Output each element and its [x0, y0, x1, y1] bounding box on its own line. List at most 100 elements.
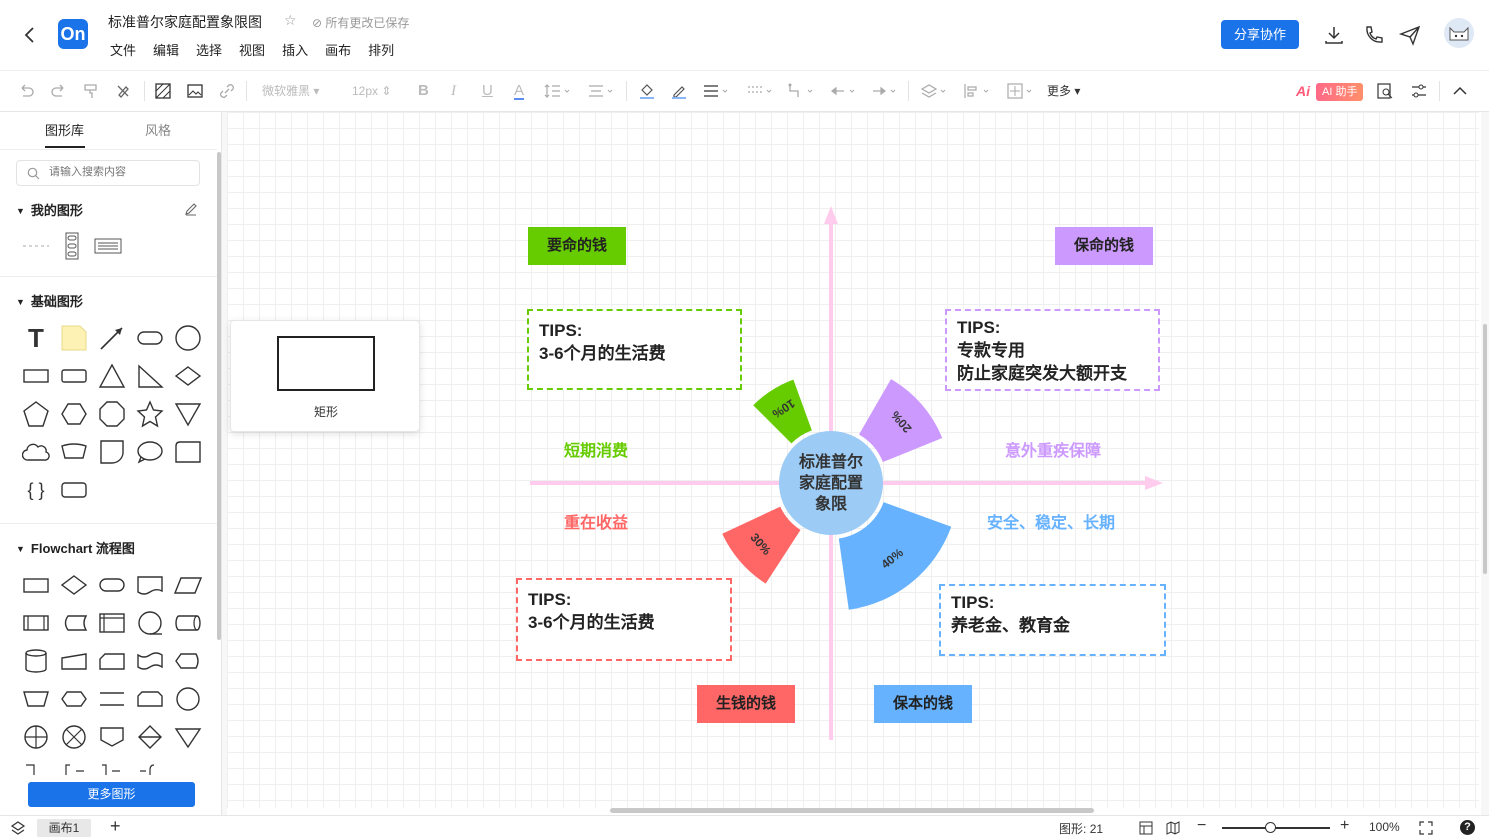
triangle-shape[interactable] — [98, 362, 126, 390]
canvas-horizontal-scrollbar[interactable] — [610, 808, 1094, 813]
bracket-right-shape[interactable] — [98, 759, 126, 775]
collapse-icon[interactable] — [1451, 82, 1469, 100]
label-top-left[interactable]: 短期消费 — [564, 443, 629, 460]
tab-style[interactable]: 风格 — [145, 123, 172, 138]
label-bottom-left[interactable]: 重在收益 — [564, 515, 629, 532]
more-dropdown[interactable]: 更多 ▾ — [1047, 84, 1081, 98]
diamond-shape[interactable] — [174, 362, 202, 390]
image-icon[interactable] — [186, 82, 204, 100]
italic-icon[interactable]: I — [451, 83, 456, 99]
my-shape-table[interactable] — [94, 232, 122, 260]
connector-icon[interactable] — [787, 82, 815, 100]
settings-sliders-icon[interactable] — [1410, 82, 1428, 100]
pentagon-shape[interactable] — [22, 400, 50, 428]
punched-tape-shape[interactable] — [136, 647, 164, 675]
arrow-end-icon[interactable] — [870, 82, 898, 100]
database-shape[interactable] — [22, 647, 50, 675]
summing-junction-shape[interactable] — [22, 723, 50, 751]
distribute-icon[interactable] — [963, 82, 991, 100]
tag-bottom-left[interactable]: 生钱的钱 — [697, 685, 795, 723]
group-icon[interactable] — [1006, 82, 1034, 100]
menu-file[interactable]: 文件 — [110, 43, 137, 58]
card-shape[interactable] — [98, 647, 126, 675]
back-arrow-icon[interactable] — [20, 24, 40, 46]
canvas-vertical-scrollbar[interactable] — [1481, 112, 1489, 815]
line-weight-icon[interactable] — [702, 82, 730, 100]
curly-annotation-shape[interactable] — [136, 759, 164, 775]
menu-arrange[interactable]: 排列 — [368, 43, 395, 58]
app-logo[interactable]: On — [58, 19, 88, 49]
underline-icon[interactable]: U — [482, 82, 493, 99]
right-triangle-shape[interactable] — [136, 362, 164, 390]
section-my-shapes[interactable]: ▼我的图形 — [16, 200, 83, 219]
arrow-line-shape[interactable] — [98, 324, 126, 352]
folder-tab-shape[interactable] — [174, 438, 202, 466]
soft-rect-shape[interactable] — [60, 362, 88, 390]
edit-pencil-icon[interactable] — [184, 202, 198, 216]
manual-input-shape[interactable] — [60, 647, 88, 675]
manual-operation-shape[interactable] — [22, 685, 50, 713]
hexagon-shape[interactable] — [60, 400, 88, 428]
download-icon[interactable] — [1323, 24, 1345, 46]
braces-shape[interactable]: { } — [27, 480, 45, 500]
label-top-right[interactable]: 意外重疾保障 — [1005, 443, 1102, 460]
line-color-icon[interactable] — [670, 82, 688, 100]
sequential-data-shape[interactable] — [136, 609, 164, 637]
direct-data-shape[interactable] — [174, 609, 202, 637]
connector-circle-shape[interactable] — [174, 685, 202, 713]
search-input[interactable] — [49, 166, 189, 178]
font-color-icon[interactable]: A — [514, 82, 525, 100]
data-shape[interactable] — [174, 571, 202, 599]
search-doc-icon[interactable] — [1376, 82, 1394, 100]
user-avatar[interactable] — [1444, 18, 1474, 48]
annotation-shape[interactable] — [22, 759, 50, 775]
ai-logo-icon[interactable]: Ai — [1296, 83, 1310, 99]
my-shape-dashes[interactable] — [22, 232, 50, 260]
banner-shape[interactable] — [60, 438, 88, 466]
menu-insert[interactable]: 插入 — [282, 43, 309, 58]
document-shape[interactable] — [136, 571, 164, 599]
off-page-connector-shape[interactable] — [98, 723, 126, 751]
document-title[interactable]: 标准普尔家庭配置象限图 — [108, 14, 262, 30]
fill-color-icon[interactable] — [638, 82, 656, 100]
predefined-process-shape[interactable] — [22, 609, 50, 637]
phone-icon[interactable] — [1362, 24, 1384, 46]
rectangle-shape[interactable] — [22, 362, 50, 390]
menu-view[interactable]: 视图 — [239, 43, 266, 58]
menu-edit[interactable]: 编辑 — [153, 43, 180, 58]
format-painter-icon[interactable] — [82, 82, 100, 100]
preparation-shape[interactable] — [60, 685, 88, 713]
loop-limit-shape[interactable] — [136, 685, 164, 713]
line-style-icon[interactable] — [746, 82, 774, 100]
internal-storage-shape[interactable] — [98, 609, 126, 637]
tips-box-bottom-left[interactable]: TIPS: 3-6个月的生活费 — [516, 578, 732, 661]
tips-box-top-left[interactable]: TIPS: 3-6个月的生活费 — [527, 309, 742, 390]
tips-box-bottom-right[interactable]: TIPS: 养老金、教育金 — [939, 584, 1166, 656]
scroll-thumb[interactable] — [1483, 324, 1487, 574]
line-height-icon[interactable] — [544, 82, 572, 100]
share-button[interactable]: 分享协作 — [1221, 20, 1299, 49]
tab-shape-library[interactable]: 图形库 — [45, 123, 85, 138]
sort-shape[interactable] — [136, 723, 164, 751]
text-shape[interactable]: T — [28, 323, 44, 353]
my-shape-list[interactable] — [58, 232, 86, 260]
layer-icon[interactable] — [920, 82, 948, 100]
align-icon[interactable] — [587, 82, 615, 100]
merge-shape[interactable] — [174, 723, 202, 751]
send-icon[interactable] — [1399, 24, 1421, 46]
circle-shape[interactable] — [174, 324, 202, 352]
redo-icon[interactable] — [50, 82, 68, 100]
arrow-start-icon[interactable] — [829, 82, 857, 100]
stored-data-shape[interactable] — [60, 609, 88, 637]
bold-icon[interactable]: B — [418, 82, 429, 99]
process-shape[interactable] — [22, 571, 50, 599]
tips-box-top-right[interactable]: TIPS: 专款专用 防止家庭突发大额开支 — [945, 309, 1160, 391]
tag-bottom-right[interactable]: 保本的钱 — [874, 685, 972, 723]
fullscreen-icon[interactable] — [1419, 821, 1433, 835]
page-tab[interactable]: 画布1 — [37, 819, 91, 837]
or-shape[interactable] — [60, 723, 88, 751]
parallel-mode-shape[interactable] — [98, 685, 126, 713]
font-family-select[interactable]: 微软雅黑 ▾ — [262, 84, 320, 98]
layers-icon[interactable] — [10, 820, 26, 836]
undo-icon[interactable] — [17, 82, 35, 100]
